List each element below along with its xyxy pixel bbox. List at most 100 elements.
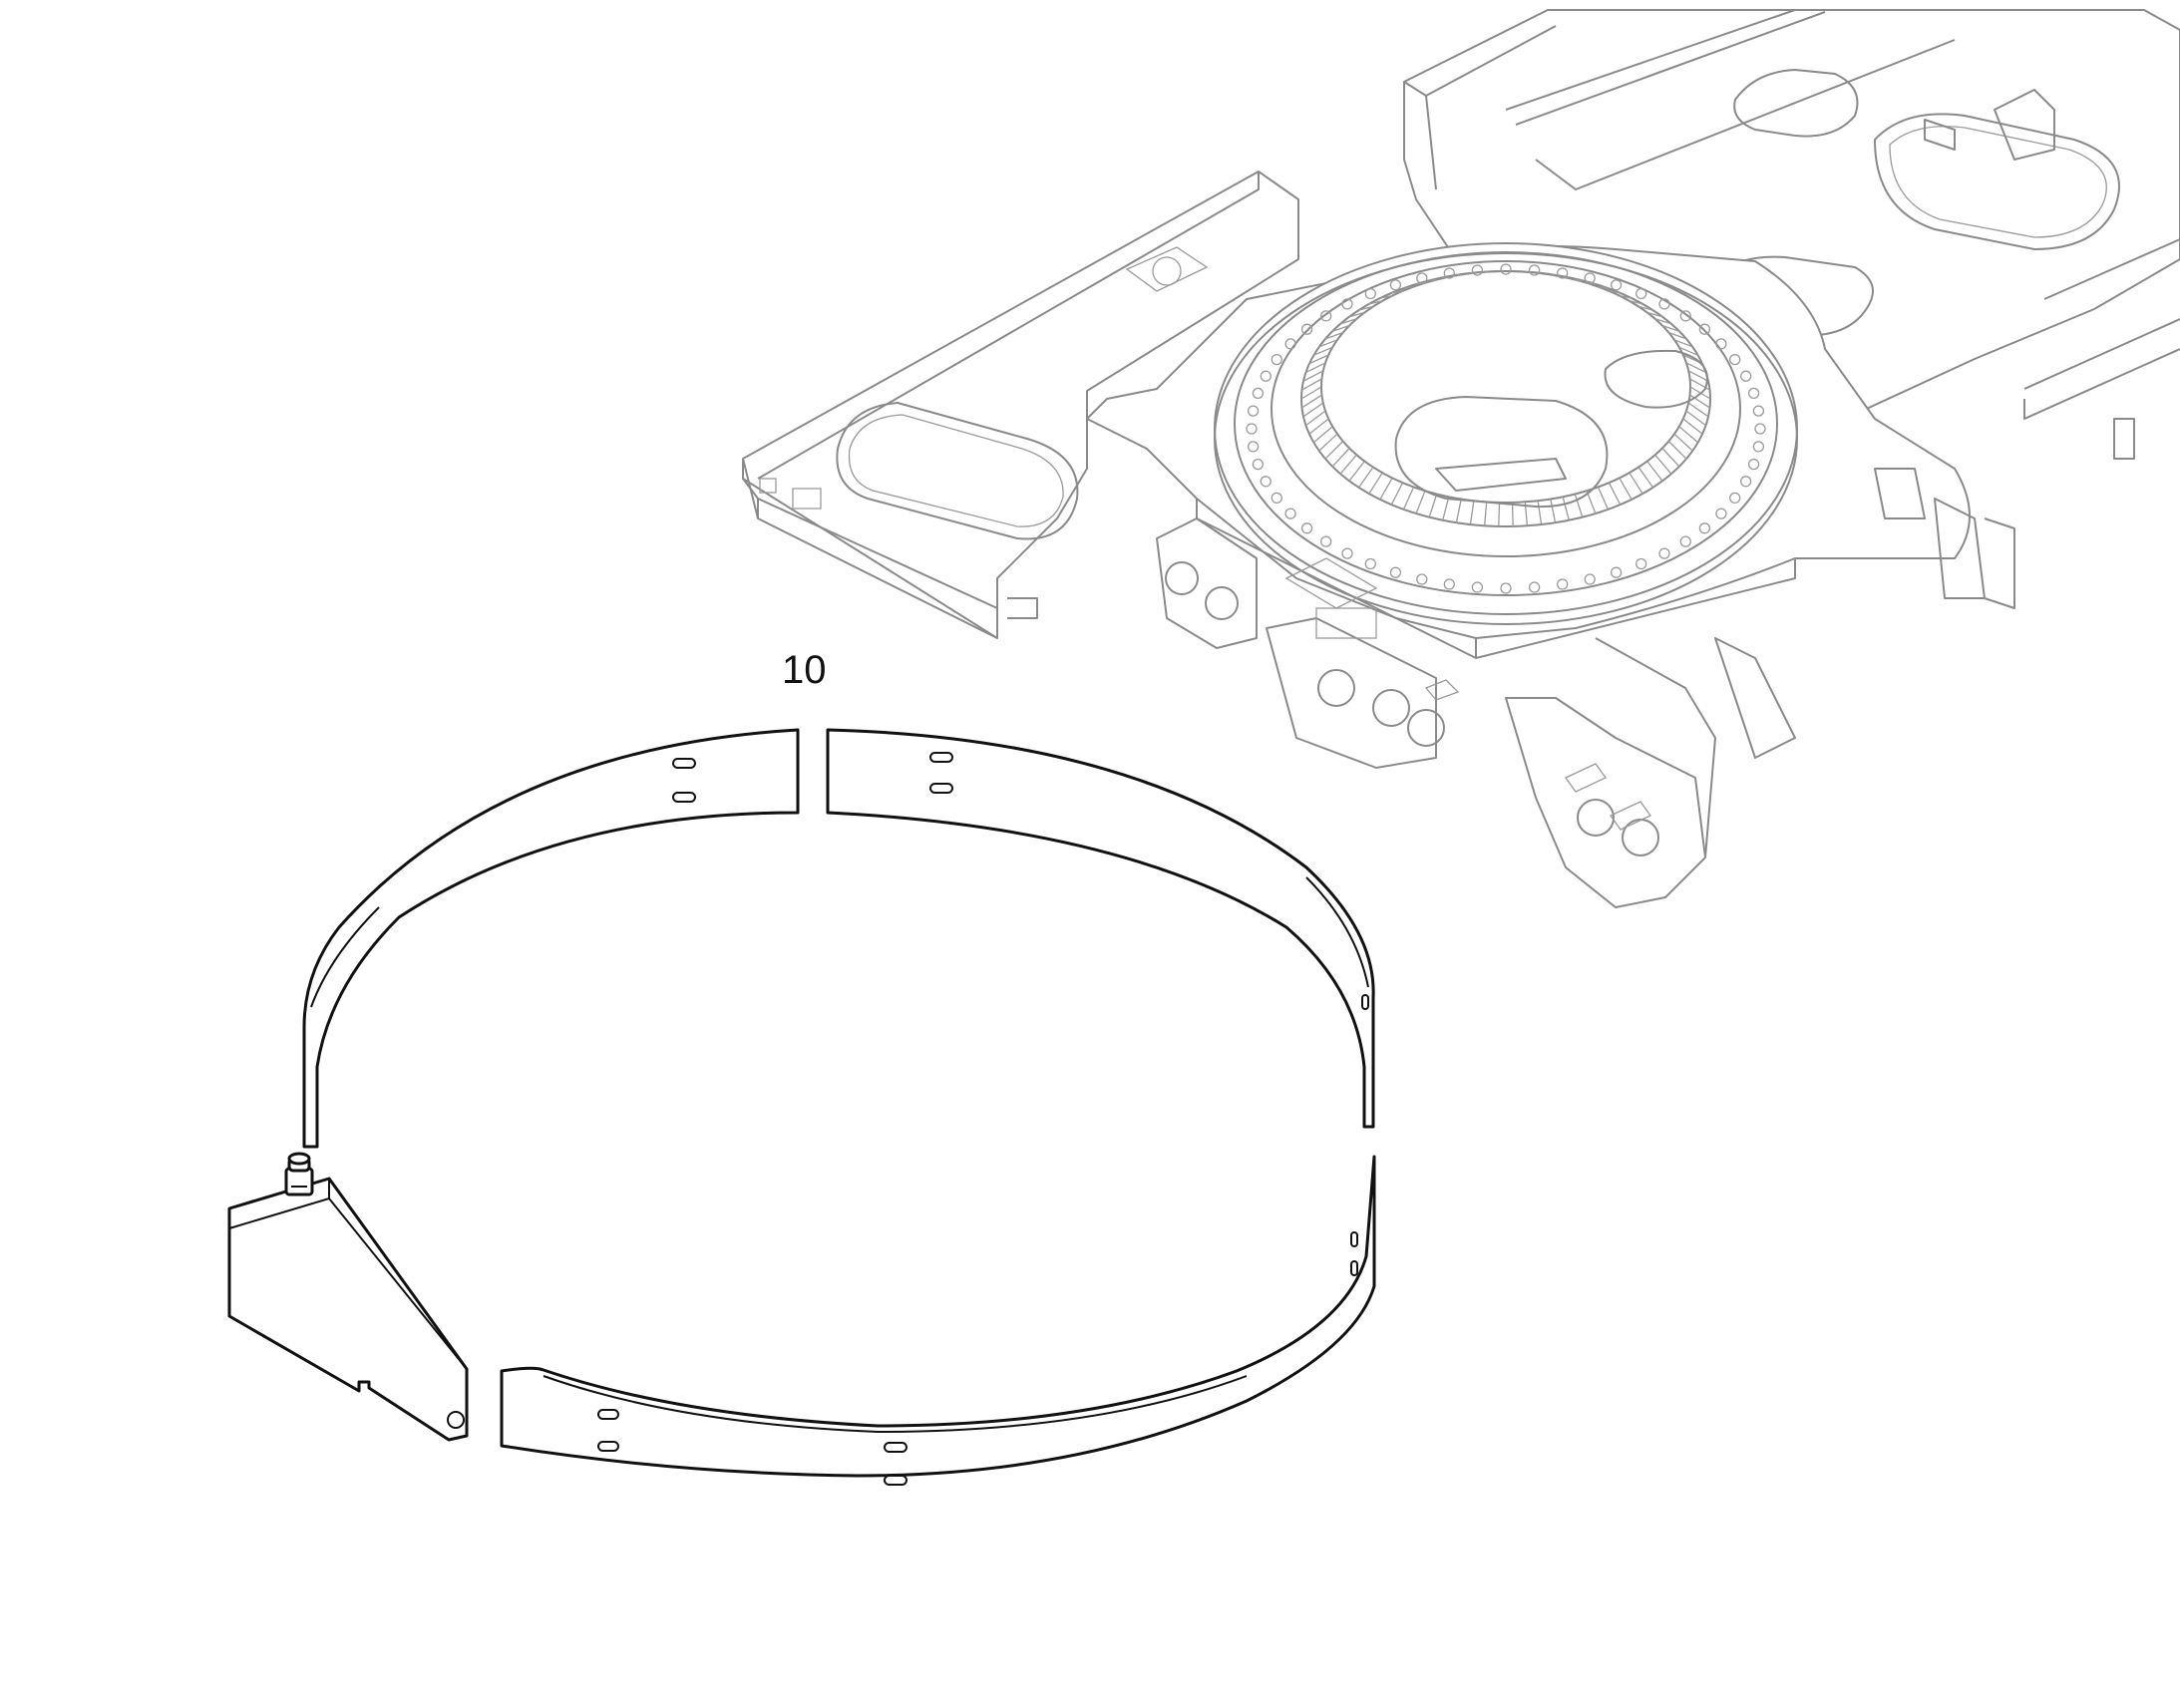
ring-gear-tooth bbox=[1324, 441, 1344, 460]
ring-gear-tooth bbox=[1550, 499, 1557, 523]
ring-gear-tooth bbox=[1368, 472, 1383, 495]
ring-bolt-hole bbox=[1740, 370, 1752, 382]
ring-bolt-hole bbox=[1635, 557, 1647, 570]
ring-bolt-hole bbox=[1416, 573, 1428, 585]
ring-bolt-hole bbox=[1271, 353, 1282, 366]
ring-bolt-hole bbox=[1341, 298, 1353, 310]
slewing-ring-bolts bbox=[1246, 263, 1766, 594]
ring-gear-tooth bbox=[1331, 448, 1350, 468]
ring-gear-tooth bbox=[1302, 370, 1324, 382]
ring-gear-tooth bbox=[1391, 290, 1403, 294]
ring-segment-upper-left[interactable] bbox=[302, 728, 800, 1149]
ring-bolt-hole bbox=[1284, 508, 1296, 519]
ring-bolt-hole bbox=[1260, 476, 1272, 488]
mounting-slots bbox=[597, 752, 1369, 1486]
ring-gear-tooth bbox=[1646, 461, 1663, 482]
ring-bolt-hole bbox=[1471, 581, 1484, 593]
slewing-ring bbox=[1214, 242, 1798, 625]
ring-bolt-hole bbox=[1715, 338, 1727, 350]
ring-gear-tooth bbox=[1654, 318, 1671, 325]
right-lug-plate bbox=[1505, 468, 2015, 908]
ring-bolt-hole bbox=[1679, 310, 1691, 322]
ring-bolt-hole bbox=[1752, 405, 1765, 417]
ring-bolt-hole bbox=[1252, 458, 1265, 471]
ring-gear-tooth bbox=[1673, 339, 1693, 348]
ring-gear-tooth bbox=[1308, 354, 1329, 365]
ring-gear-tooth bbox=[1597, 487, 1610, 511]
ring-gear-tooth bbox=[1685, 410, 1706, 427]
ring-bolt-hole bbox=[1284, 338, 1296, 350]
ring-gear-tooth bbox=[1587, 282, 1596, 285]
undercarriage-frame-context bbox=[742, 9, 2180, 908]
ring-gear-tooth bbox=[1562, 497, 1570, 520]
ring-gear-tooth bbox=[1511, 502, 1514, 526]
ring-gear-tooth bbox=[1415, 491, 1426, 514]
ring-bolt-hole bbox=[1500, 263, 1512, 275]
ring-gear-tooth bbox=[1689, 394, 1710, 409]
ring-gear-tooth bbox=[1654, 454, 1672, 475]
ring-bolt-hole bbox=[1364, 557, 1376, 570]
ring-bolt-hole bbox=[1246, 423, 1258, 435]
ring-gear-tooth bbox=[1402, 487, 1415, 511]
ring-gear-tooth bbox=[1608, 482, 1622, 506]
callout-label-10[interactable]: 10 bbox=[782, 648, 827, 692]
ring-gear-tooth bbox=[1563, 276, 1570, 278]
slewing-ring-teeth bbox=[1300, 270, 1711, 526]
ring-bolt-hole bbox=[1471, 264, 1484, 276]
ring-segment-upper-right[interactable] bbox=[826, 728, 1375, 1129]
ring-bolt-hole bbox=[1610, 566, 1623, 578]
ring-gear-tooth bbox=[1598, 285, 1609, 289]
ring-gear-tooth bbox=[1687, 370, 1709, 382]
ring-bolt-hole bbox=[1271, 492, 1282, 505]
ring-gear-tooth bbox=[1305, 362, 1326, 373]
ring-bolt-hole bbox=[1698, 522, 1711, 534]
ring-segment-lower[interactable] bbox=[500, 1155, 1376, 1478]
ring-bolt-hole bbox=[1729, 353, 1741, 366]
ring-bolt-hole bbox=[1247, 441, 1260, 453]
ring-bolt-hole bbox=[1364, 287, 1376, 300]
ring-bolt-hole bbox=[1658, 547, 1670, 559]
ring-bolt-hole bbox=[1715, 508, 1727, 519]
ring-gear-tooth bbox=[1429, 278, 1437, 281]
ring-gear-tooth bbox=[1442, 497, 1450, 520]
ring-bolt-hole bbox=[1747, 387, 1760, 400]
ring-gear-tooth bbox=[1498, 502, 1501, 526]
ring-gear-tooth bbox=[1682, 418, 1703, 435]
ring-bolt-hole bbox=[1752, 441, 1765, 453]
ring-gear-tooth bbox=[1678, 346, 1698, 356]
ring-gear-tooth bbox=[1673, 433, 1693, 452]
ring-bolt-hole bbox=[1320, 535, 1332, 547]
ring-gear-tooth bbox=[1340, 318, 1357, 325]
ring-bolt-hole bbox=[1252, 387, 1265, 400]
ring-gear-tooth bbox=[1403, 285, 1414, 289]
ring-gear-tooth bbox=[1379, 294, 1393, 299]
ring-bolt-hole bbox=[1300, 323, 1313, 335]
ring-bolt-hole bbox=[1247, 405, 1260, 417]
ring-gear-tooth bbox=[1312, 426, 1333, 444]
ring-gear-tooth bbox=[1469, 501, 1475, 525]
ring-gear-tooth bbox=[1331, 324, 1350, 332]
ring-gear-tooth bbox=[1646, 311, 1663, 318]
part-10-split-ring[interactable] bbox=[227, 728, 1376, 1486]
ring-bracket-with-pin[interactable] bbox=[227, 1152, 469, 1442]
ring-gear-tooth bbox=[1368, 300, 1383, 305]
ring-bolt-hole bbox=[1557, 578, 1569, 590]
ring-gear-tooth bbox=[1302, 402, 1324, 418]
ring-gear-tooth bbox=[1619, 294, 1633, 299]
ring-gear-tooth bbox=[1661, 324, 1680, 332]
ring-bolt-hole bbox=[1389, 279, 1402, 291]
ring-gear-tooth bbox=[1348, 461, 1365, 482]
ring-bolt-hole bbox=[1528, 264, 1541, 276]
ring-gear-tooth bbox=[1661, 448, 1680, 468]
ring-bolt-hole bbox=[1729, 492, 1741, 505]
ring-bolt-hole bbox=[1635, 287, 1647, 300]
ring-gear-tooth bbox=[1678, 426, 1699, 444]
ring-gear-tooth bbox=[1348, 311, 1365, 318]
ring-bolt-hole bbox=[1754, 423, 1766, 435]
ring-gear-tooth bbox=[1357, 467, 1374, 489]
ring-gear-tooth bbox=[1537, 501, 1543, 525]
ring-gear-tooth bbox=[1313, 346, 1333, 356]
ring-gear-tooth bbox=[1358, 305, 1374, 311]
ring-gear-tooth bbox=[1379, 478, 1393, 501]
